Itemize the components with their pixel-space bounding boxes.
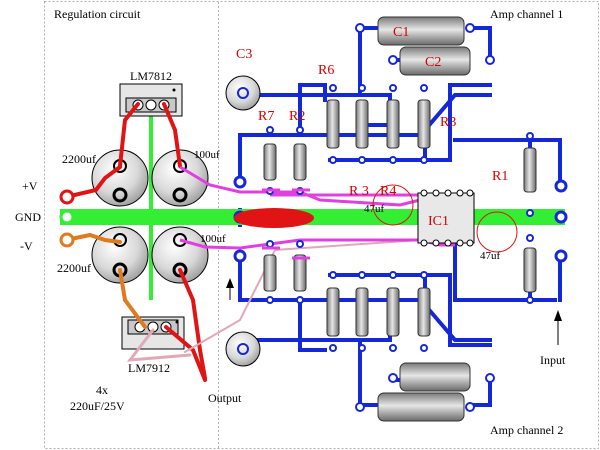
regulator-lm7812: [119, 83, 183, 117]
ic1-chip: [417, 189, 475, 247]
output-cap-ellipse: [234, 208, 314, 228]
cap-c3-top: [225, 75, 261, 111]
power-wires: [64, 102, 421, 382]
section-label-amp2: Amp channel 2: [490, 423, 563, 437]
input-terminal-gnd: [554, 210, 568, 224]
board-outline: [44, 1, 599, 449]
cap-47uf-right: [476, 211, 518, 253]
filter-cap-bottom-right: [151, 226, 209, 284]
label-lm7812: LM7812: [130, 69, 172, 83]
label-r2: R2: [289, 109, 305, 124]
label-output: Output: [208, 391, 242, 405]
label-100uf-top: 100uf: [194, 149, 220, 161]
label-ic1: IC1: [428, 214, 449, 229]
label-r7: R7: [258, 109, 274, 124]
label-r4: R4: [380, 184, 396, 199]
film-caps-top: [355, 16, 495, 76]
label-47uf-left: 47uf: [364, 203, 385, 215]
label-pos-rail: +V: [22, 179, 38, 193]
label-2200uf-bottom: 2200uf: [57, 261, 91, 275]
output-terminal-top: [233, 175, 247, 189]
cap-c3-bottom: [225, 331, 261, 367]
label-gnd-rail: GND: [15, 210, 41, 224]
label-lm7912: LM7912: [128, 361, 170, 375]
label-neg-rail: -V: [20, 239, 33, 253]
output-terminal-bottom: [233, 249, 247, 263]
section-label-amp1: Amp channel 1: [490, 7, 563, 21]
label-c3: C3: [236, 47, 252, 62]
filter-cap-top-left: [91, 149, 149, 207]
label-100uf-bottom: 100uf: [200, 233, 226, 245]
input-terminal-bottom: [554, 249, 568, 263]
input-terminal-top: [554, 179, 568, 193]
resistors: [263, 84, 537, 352]
resistor-bands: [262, 188, 310, 260]
section-label-regulation: Regulation circuit: [54, 7, 141, 21]
label-c2: C2: [425, 55, 441, 70]
label-r6: R6: [318, 63, 334, 78]
label-input: Input: [540, 353, 566, 367]
label-r3-top: R3: [440, 115, 456, 130]
label-r3-mid: R 3: [349, 184, 369, 199]
terminal-gnd: [59, 209, 75, 225]
film-caps-bottom: [355, 362, 495, 422]
label-cap-count: 4x: [96, 383, 108, 397]
input-arrow: [554, 310, 562, 345]
output-arrow: [226, 278, 234, 300]
label-r1: R1: [492, 169, 508, 184]
label-c1: C1: [393, 25, 409, 40]
label-cap-rating: 220uF/25V: [70, 399, 125, 413]
label-47uf-right: 47uf: [480, 250, 501, 262]
terminal-neg: [59, 232, 75, 248]
terminal-pos: [59, 189, 75, 205]
label-2200uf-top: 2200uf: [62, 152, 96, 166]
cap-47uf-left: [372, 184, 414, 226]
